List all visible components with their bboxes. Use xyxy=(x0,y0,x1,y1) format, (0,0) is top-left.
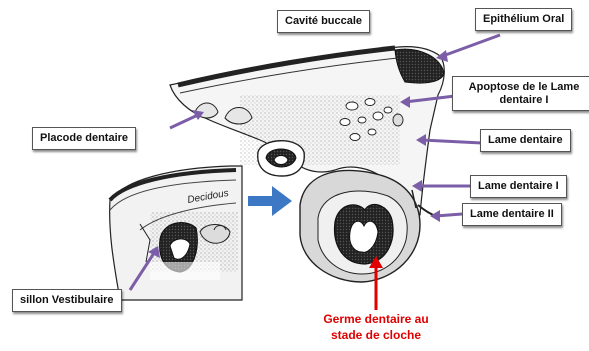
label-germe-dentaire: Germe dentaire au stade de cloche xyxy=(310,311,442,343)
inset-drawing: Decidous xyxy=(110,166,242,300)
label-lame-dentaire-2: Lame dentaire II xyxy=(462,203,562,226)
transition-arrow xyxy=(248,186,292,216)
label-apoptose-line1: Apoptose de le Lame xyxy=(460,81,588,94)
label-lame-dentaire-1: Lame dentaire I xyxy=(470,175,567,198)
label-cavite-buccale: Cavité buccale xyxy=(277,10,370,33)
label-sillon-vestibulaire: sillon Vestibulaire xyxy=(12,289,122,312)
label-lame-dentaire: Lame dentaire xyxy=(480,129,571,152)
label-germe-line2: stade de cloche xyxy=(310,327,442,343)
label-placode-dentaire: Placode dentaire xyxy=(32,127,136,150)
label-apoptose-line2: dentaire I xyxy=(460,94,588,107)
label-germe-line1: Germe dentaire au xyxy=(310,311,442,327)
label-epithelium-oral: Epithélium Oral xyxy=(475,8,572,31)
label-apoptose: Apoptose de le Lame dentaire I xyxy=(452,76,589,111)
